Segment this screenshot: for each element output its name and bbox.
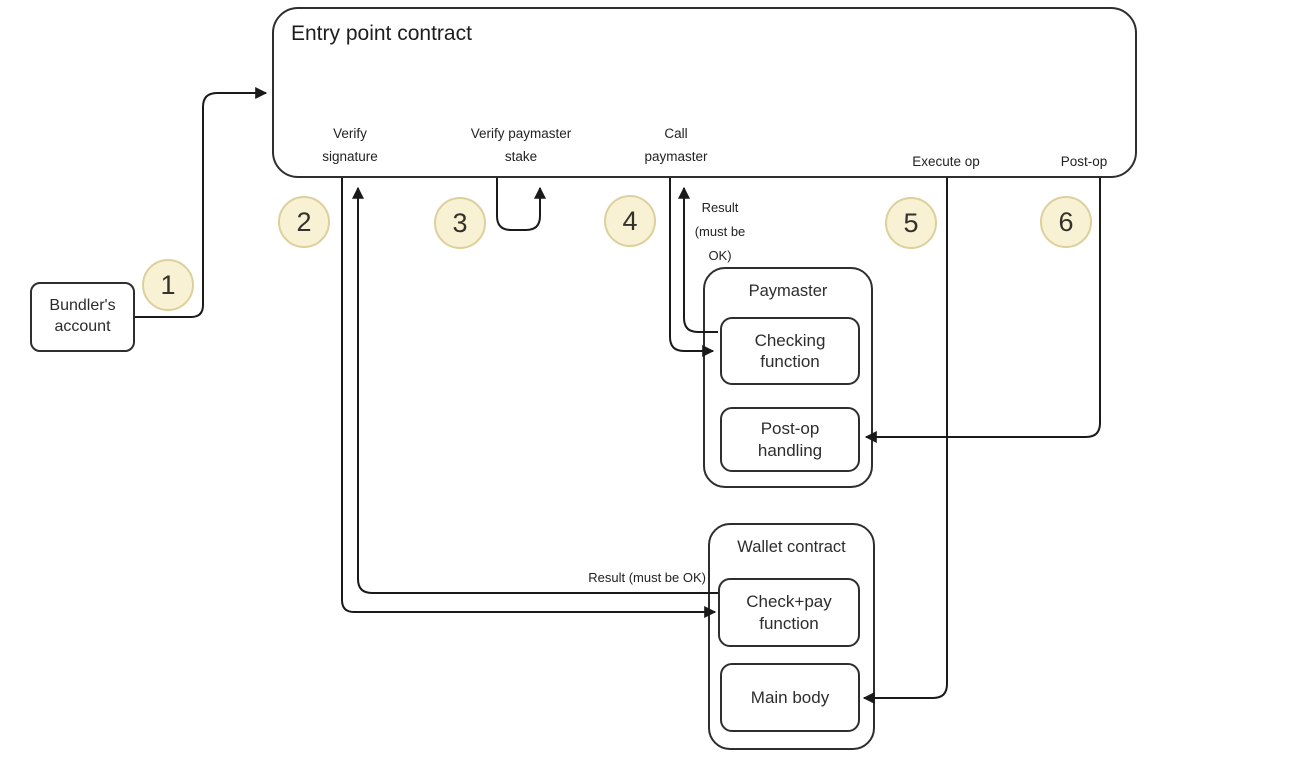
result-must-be-ok-paymaster-note: Result (must be OK) bbox=[678, 196, 762, 268]
label-line1: Main body bbox=[750, 687, 830, 707]
op-label-line2: signature bbox=[322, 149, 378, 164]
arrow-verify-paymaster-stake-loop bbox=[496, 178, 546, 231]
op-label-line1: Verify paymaster bbox=[470, 126, 572, 141]
entry-op-post-op: Post-op bbox=[1014, 150, 1154, 173]
checking-function-label: Checking function bbox=[755, 330, 826, 372]
bundler-label-line1: Bundler's bbox=[49, 297, 116, 315]
note-line1: Result bbox=[701, 200, 739, 215]
post-op-handling-box: Post-op handling bbox=[720, 407, 860, 472]
check-pay-function-box: Check+pay function bbox=[718, 578, 860, 647]
label-line2: handling bbox=[757, 440, 823, 460]
label-line1: Check+pay bbox=[746, 592, 832, 612]
arrow-execute-op bbox=[862, 178, 948, 704]
arrow-call-paymaster bbox=[669, 178, 715, 357]
post-op-handling-label: Post-op handling bbox=[758, 418, 822, 460]
arrow-bundler-to-entry bbox=[135, 87, 268, 318]
bundlers-account-box: Bundler's account bbox=[30, 282, 135, 352]
step-circle-2: 2 bbox=[278, 196, 330, 248]
note-line2: (must be bbox=[694, 224, 746, 239]
main-body-box: Main body bbox=[720, 663, 860, 732]
op-label-line2: paymaster bbox=[644, 149, 708, 164]
label-line1: Post-op bbox=[760, 419, 820, 439]
op-label-line1: Post-op bbox=[1060, 154, 1108, 169]
op-label-line1: Call bbox=[664, 126, 688, 141]
bundler-label-line2: account bbox=[54, 318, 111, 335]
label-line2: function bbox=[760, 352, 820, 371]
arrow-paymaster-result-return bbox=[678, 186, 718, 333]
result-must-be-ok-wallet-note: Result (must be OK) bbox=[588, 570, 706, 585]
step-circle-1: 1 bbox=[142, 259, 194, 311]
entry-point-title: Entry point contract bbox=[291, 22, 472, 45]
check-pay-function-label: Check+pay function bbox=[746, 591, 832, 633]
main-body-label: Main body bbox=[751, 687, 829, 708]
arrow-verify-signature-call bbox=[341, 178, 717, 618]
entry-op-verify-signature: Verify signature bbox=[280, 122, 420, 168]
label-line2: function bbox=[759, 613, 819, 633]
entry-op-call-paymaster: Call paymaster bbox=[606, 122, 746, 168]
entry-point-contract-box bbox=[272, 7, 1137, 178]
step-circle-6: 6 bbox=[1040, 196, 1092, 248]
step-circle-4: 4 bbox=[604, 195, 656, 247]
label-line1: Checking bbox=[754, 330, 826, 350]
step-circle-3: 3 bbox=[434, 197, 486, 249]
arrow-post-op bbox=[864, 178, 1101, 443]
op-label-line2: stake bbox=[504, 149, 538, 164]
entry-op-verify-paymaster-stake: Verify paymaster stake bbox=[451, 122, 591, 168]
op-label-line1: Execute op bbox=[912, 154, 980, 169]
paymaster-title: Paymaster bbox=[748, 282, 828, 300]
note-line3: OK) bbox=[708, 248, 732, 263]
arrow-wallet-result-return bbox=[352, 186, 718, 594]
op-label-line1: Verify bbox=[333, 126, 367, 141]
entry-op-execute-op: Execute op bbox=[876, 150, 1016, 173]
wallet-contract-title: Wallet contract bbox=[737, 538, 846, 556]
checking-function-box: Checking function bbox=[720, 317, 860, 385]
step-circle-5: 5 bbox=[885, 197, 937, 249]
